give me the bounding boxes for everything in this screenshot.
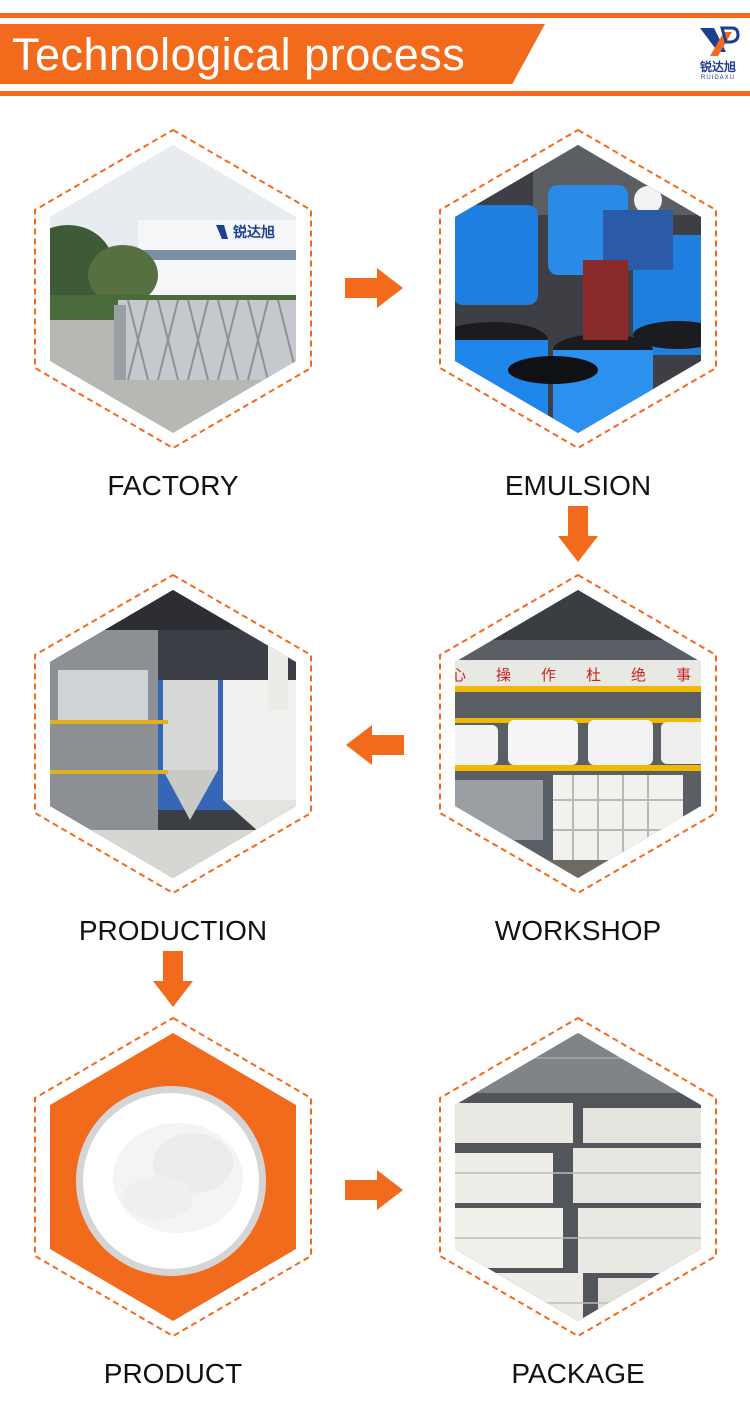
header-banner: Technological process 锐达旭 RUIDAXU: [0, 0, 750, 105]
step-label-product: PRODUCT: [103, 1358, 243, 1389]
step-label-workshop: WORKSHOP: [494, 915, 662, 946]
logo-brand-cn: 锐达旭: [699, 60, 736, 74]
arrow-right-icon: [345, 268, 403, 308]
title-bar: [0, 24, 545, 84]
svg-text:锐达旭: 锐达旭: [233, 224, 275, 241]
workshop-sign-char: 操: [496, 666, 511, 684]
factory-photo: 锐达旭: [34, 128, 312, 450]
step-label-factory: FACTORY: [107, 470, 239, 501]
workshop-sign-char: 绝: [631, 666, 646, 684]
page-title: Technological process: [12, 29, 466, 80]
arrow-right-icon-2: [345, 1170, 403, 1210]
step-package: PACKAGE: [433, 1013, 723, 1389]
workshop-sign-char: 心: [451, 666, 466, 684]
step-workshop: 心 操 作 杜 绝 事 WORKSHOP: [433, 570, 723, 946]
arrow-down-icon-2: [153, 951, 193, 1007]
banner-top-rule: [0, 13, 750, 18]
workshop-sign-char: 杜: [586, 666, 601, 684]
step-label-emulsion: EMULSION: [504, 470, 652, 501]
step-factory: 锐达旭 FACTORY: [28, 125, 318, 501]
workshop-sign-char: 作: [541, 666, 556, 684]
logo-mark-icon: [700, 26, 740, 56]
emulsion-photo: [439, 128, 717, 450]
brand-logo: 锐达旭 RUIDAXU: [690, 26, 746, 88]
step-emulsion: EMULSION: [433, 125, 723, 501]
arrow-down-icon: [558, 506, 598, 562]
production-photo: [34, 573, 312, 895]
product-photo: [34, 1016, 312, 1338]
workshop-photo: 心操作杜绝事: [439, 573, 717, 895]
workshop-sign-char: 事: [676, 666, 691, 684]
step-product: PRODUCT: [28, 1013, 318, 1389]
step-label-production: PRODUCTION: [78, 915, 268, 946]
arrow-left-icon: [346, 725, 404, 765]
banner-bottom-rule: [0, 91, 750, 96]
step-label-package: PACKAGE: [511, 1358, 645, 1389]
logo-brand-en: RUIDAXU: [700, 75, 735, 81]
package-photo: [439, 1016, 717, 1338]
step-production: PRODUCTION: [28, 570, 318, 946]
